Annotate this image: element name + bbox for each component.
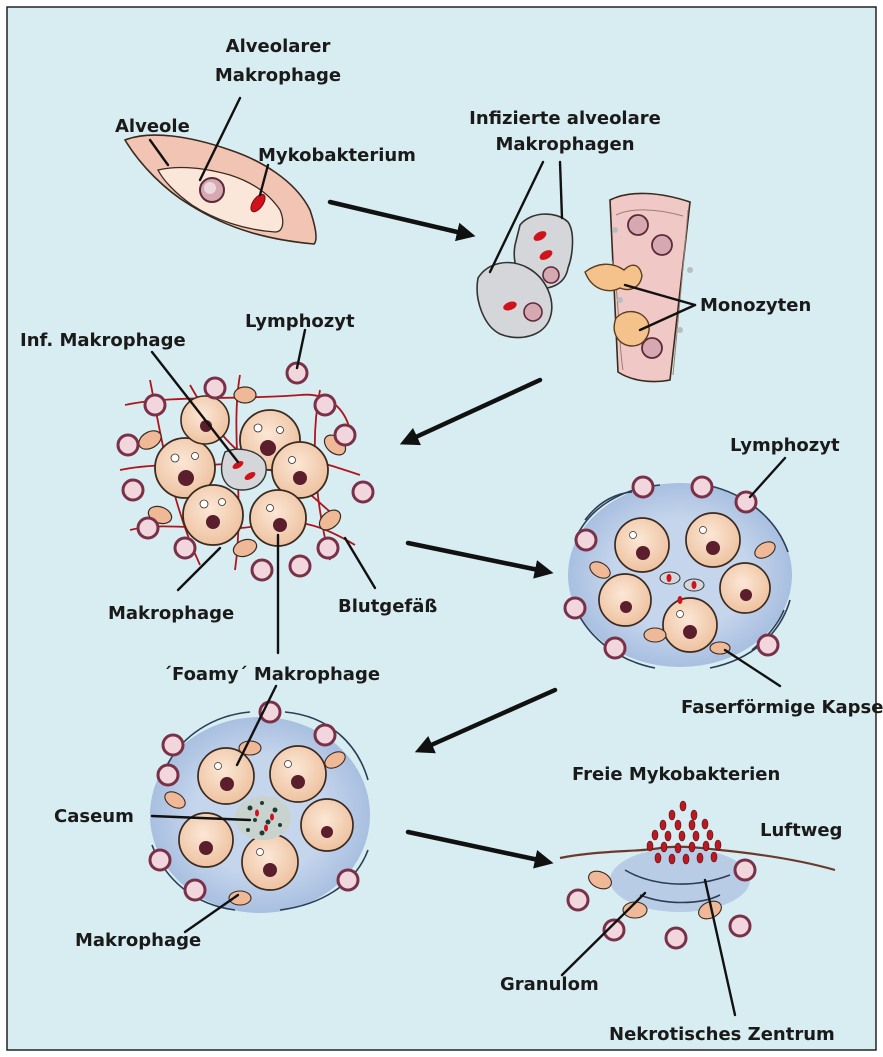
- label-foamy: ´Foamy´ Makrophage: [163, 664, 380, 685]
- label-infizierte-line1: Infizierte alveolare: [469, 108, 661, 129]
- label-makrophage-bottom: Makrophage: [75, 930, 201, 951]
- label-makrophage-top: Makrophage: [215, 65, 341, 86]
- label-freie: Freie Mykobakterien: [572, 764, 780, 785]
- label-lymphozyt-1: Lymphozyt: [245, 311, 355, 332]
- label-alveole: Alveole: [115, 116, 190, 137]
- label-caseum: Caseum: [54, 806, 134, 827]
- label-monozyten: Monozyten: [700, 295, 811, 316]
- label-granulom: Granulom: [500, 974, 599, 995]
- label-infizierte-line2: Makrophagen: [495, 134, 634, 155]
- label-blutgefaess: Blutgefäß: [338, 596, 437, 617]
- label-luftweg: Luftweg: [760, 820, 842, 841]
- label-faserfoermige: Faserförmige Kapsel: [681, 697, 883, 718]
- label-inf-makrophage: Inf. Makrophage: [20, 330, 186, 351]
- label-lymphozyt-2: Lymphozyt: [730, 435, 840, 456]
- label-nekrotisches: Nekrotisches Zentrum: [609, 1024, 835, 1045]
- label-alveolarer: Alveolarer: [226, 36, 331, 57]
- label-makrophage-mid: Makrophage: [108, 603, 234, 624]
- label-mykobakterium: Mykobakterium: [258, 145, 416, 166]
